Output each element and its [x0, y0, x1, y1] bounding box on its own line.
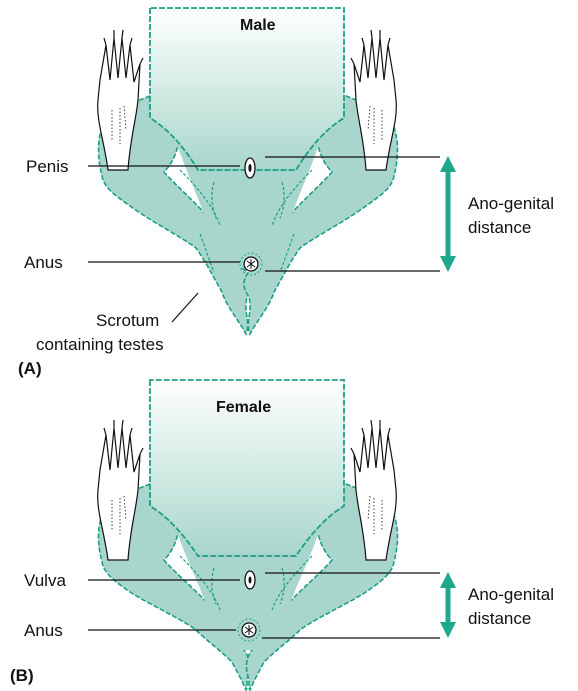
anus-label-female: Anus	[24, 621, 63, 640]
vulva-label: Vulva	[24, 571, 66, 590]
panel-male: Male Penis Anus Scrotum containing teste…	[18, 8, 554, 378]
anus-label-male: Anus	[24, 253, 63, 272]
panel-letter-b: (B)	[10, 666, 34, 685]
female-title: Female	[216, 399, 271, 416]
penis-label: Penis	[26, 157, 69, 176]
double-arrow-icon	[440, 572, 456, 638]
panel-letter-a: (A)	[18, 359, 42, 378]
panel-female: Female Vulva Anus Ano-genital distance (…	[10, 380, 554, 690]
distance-label-male-line1: Ano-genital	[468, 194, 554, 213]
scrotum-label-line1: Scrotum	[96, 311, 159, 330]
double-arrow-icon	[440, 156, 456, 272]
female-body	[99, 380, 398, 690]
male-title: Male	[240, 17, 276, 34]
distance-label-female-line2: distance	[468, 609, 531, 628]
genital-opening-icon	[245, 158, 255, 178]
scrotum-label-line2: containing testes	[36, 335, 164, 354]
distance-label-female-line1: Ano-genital	[468, 585, 554, 604]
genital-opening-icon	[245, 571, 255, 589]
distance-label-male-line2: distance	[468, 218, 531, 237]
